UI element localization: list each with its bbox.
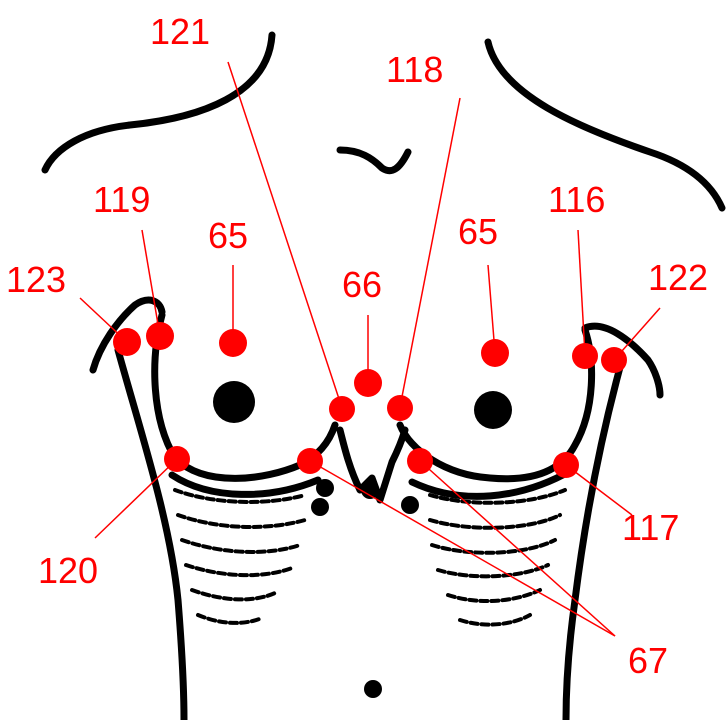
acupoint-119[interactable]: [146, 322, 174, 350]
suprasternal-notch-line: [340, 150, 408, 171]
label-119: 119: [93, 179, 150, 220]
leader-118: [400, 98, 460, 407]
leader-lines: [80, 62, 660, 636]
label-122: 122: [648, 257, 708, 298]
acupoint-120[interactable]: [164, 446, 190, 472]
label-67: 67: [628, 640, 668, 681]
acupoint-65-left[interactable]: [219, 329, 247, 357]
acupoint-65-right[interactable]: [481, 339, 509, 367]
right-torso-side: [566, 360, 622, 720]
label-116: 116: [548, 179, 605, 220]
label-123: 123: [6, 259, 66, 300]
label-66: 66: [342, 264, 382, 305]
label-120: 120: [38, 550, 98, 591]
acupoint-118[interactable]: [387, 395, 413, 421]
acupoint-67-right[interactable]: [407, 448, 433, 474]
sternal-dot-right-1: [401, 496, 419, 514]
right-nipple: [474, 391, 512, 429]
point-labels: 121 118 119 116 65 65 66 123 122 117 120…: [6, 11, 708, 681]
left-nipple: [213, 381, 255, 423]
acupoint-67-left[interactable]: [297, 448, 323, 474]
sternal-dot-center: [361, 481, 379, 499]
leader-116: [578, 230, 585, 355]
left-torso-side: [118, 350, 184, 720]
acupoint-116[interactable]: [572, 343, 598, 369]
acupoints: [113, 322, 627, 478]
acupoint-122[interactable]: [601, 347, 627, 373]
left-ribs: [175, 490, 305, 623]
sternal-dot-left-1: [316, 479, 334, 497]
label-117: 117: [622, 507, 679, 548]
navel: [364, 680, 382, 698]
leader-119: [142, 230, 160, 336]
left-shoulder-line: [45, 35, 272, 170]
label-118: 118: [386, 49, 443, 90]
label-65-left: 65: [208, 215, 248, 256]
acupoint-117[interactable]: [553, 452, 579, 478]
label-121: 121: [150, 11, 210, 52]
acupoint-123[interactable]: [113, 328, 141, 356]
right-ribs: [430, 490, 565, 625]
acupoint-66[interactable]: [354, 369, 382, 397]
body-outline: [45, 35, 722, 720]
leader-67-a: [310, 461, 615, 636]
label-65-right: 65: [458, 211, 498, 252]
sternal-dot-left-2: [311, 498, 329, 516]
acupoint-121[interactable]: [329, 396, 355, 422]
